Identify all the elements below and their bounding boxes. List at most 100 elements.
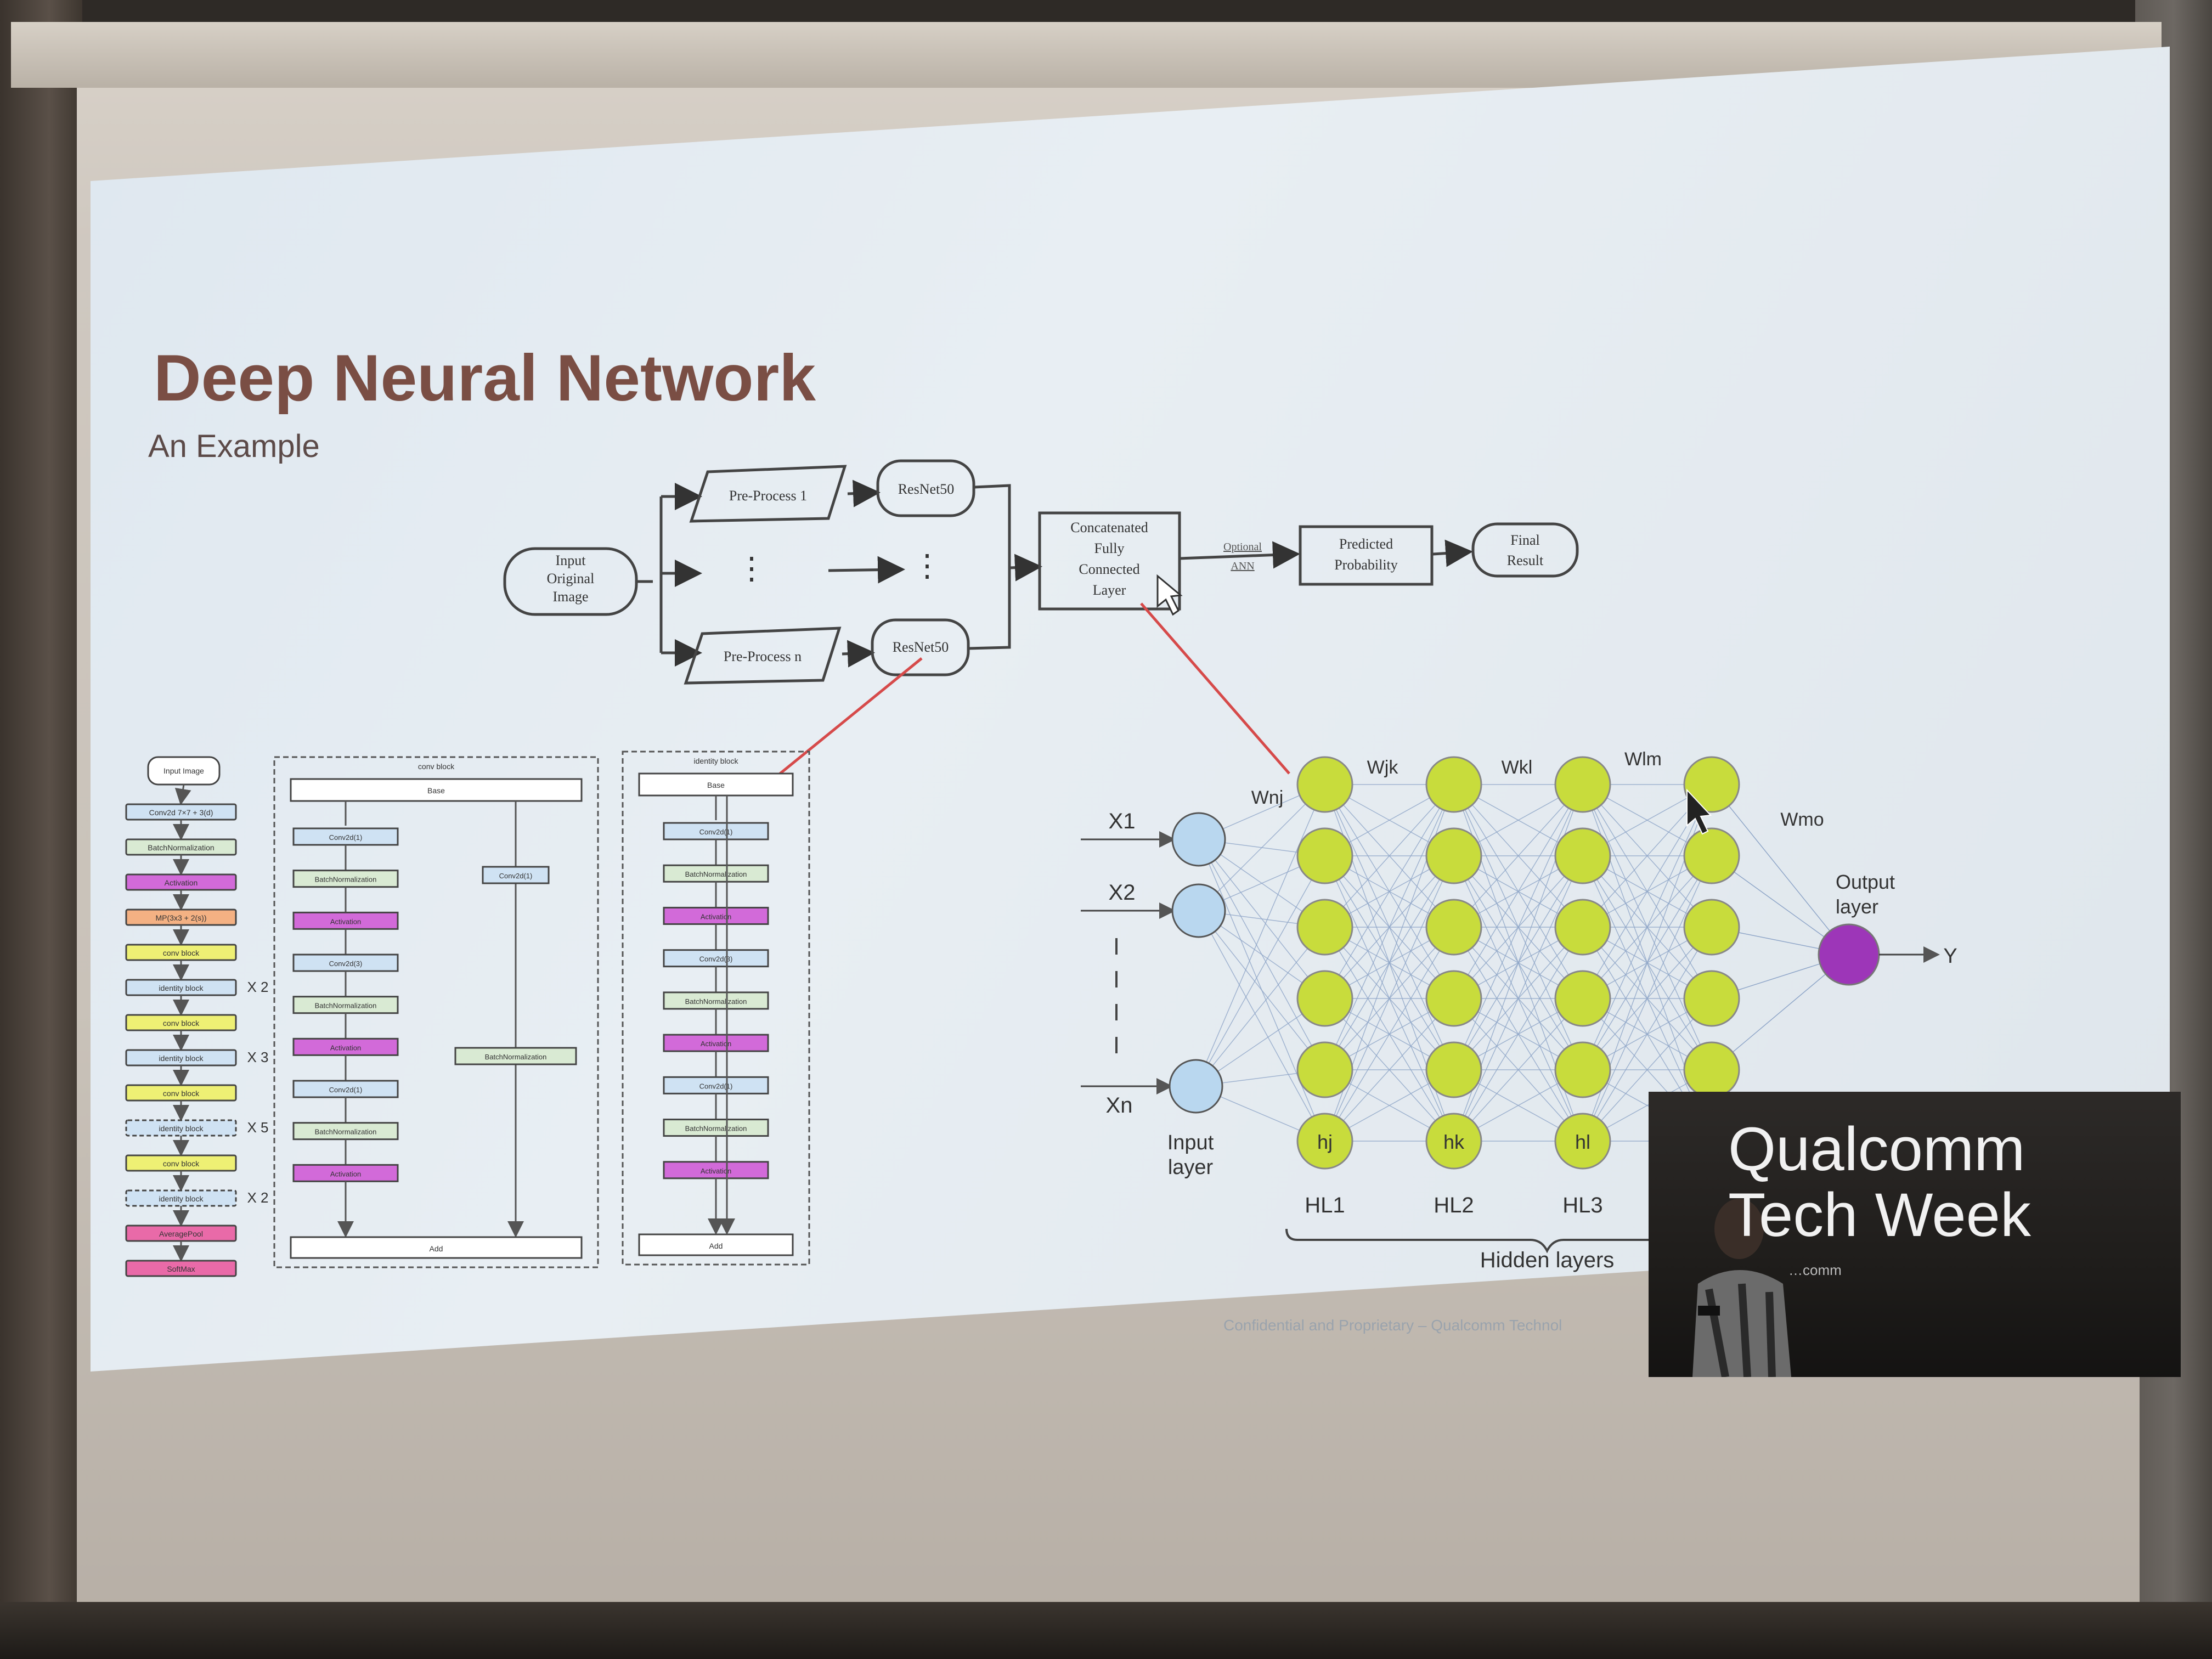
hidden-node-label: hk xyxy=(1443,1131,1465,1153)
predicted-node xyxy=(1299,525,1434,586)
block-step-label: Conv2d(3) xyxy=(329,960,363,968)
nn-edge xyxy=(1324,784,1454,1070)
hidden-node xyxy=(1425,756,1482,813)
stack-repeat-label: X 5 xyxy=(247,1119,268,1136)
output-y-label: Y xyxy=(1943,945,1957,968)
optional-line-2: ANN xyxy=(1231,560,1254,572)
stack-block-label: Input Image xyxy=(163,766,204,775)
stack-block-label: Activation xyxy=(165,878,198,887)
nn-edge xyxy=(1324,855,1454,1142)
input-layer-label: layer xyxy=(1168,1156,1214,1179)
block-step-label: Activation xyxy=(330,1170,361,1178)
stack-repeat-label: X 3 xyxy=(247,1049,268,1065)
nn-edge xyxy=(1195,927,1325,1087)
block-base xyxy=(290,778,583,802)
final-line-1: Final xyxy=(1510,532,1539,548)
stack-block-label: identity block xyxy=(159,1124,204,1133)
nn-edge xyxy=(1324,927,1454,1142)
nn-edge xyxy=(1582,784,1712,1070)
hidden-node xyxy=(1425,1041,1482,1098)
stack-block-label: conv block xyxy=(163,949,200,957)
nn-edge xyxy=(1453,784,1583,928)
hidden-node xyxy=(1296,1113,1353,1170)
hidden-layer-name: HL2 xyxy=(1434,1193,1474,1217)
input-line-1: Input xyxy=(556,552,586,568)
hidden-node-label: hj xyxy=(1317,1131,1333,1153)
nn-edge xyxy=(1453,784,1583,999)
hidden-node-label: hl xyxy=(1575,1131,1590,1153)
block-step-label: BatchNormalization xyxy=(315,1002,377,1010)
stack-block xyxy=(125,1260,237,1277)
stack-block-label: conv block xyxy=(163,1089,200,1098)
input-line-2: Original xyxy=(547,571,595,586)
banner-brand: Qualcomm xyxy=(1728,1115,2025,1183)
room-floor xyxy=(0,1602,2212,1659)
concat-line-2: Fully xyxy=(1094,540,1125,556)
hidden-layer-name: HL3 xyxy=(1562,1193,1602,1217)
stack-block xyxy=(125,1189,237,1207)
final-node xyxy=(1471,522,1579,578)
input-label: Xn xyxy=(1106,1093,1133,1118)
hidden-layers-brace xyxy=(1285,1228,1728,1254)
presenter-figure xyxy=(1692,1199,1791,1377)
flow-diagram: Input Original Image Pre-Process 1 Pre-P… xyxy=(503,459,1579,685)
block-step-label: Conv2d(1) xyxy=(699,828,733,836)
nn-edge xyxy=(1198,910,1325,1142)
hidden-node xyxy=(1296,899,1353,956)
nn-edge xyxy=(1324,784,1454,999)
final-line-2: Result xyxy=(1507,552,1544,568)
cursor-icon xyxy=(1156,574,1183,616)
ellipsis-2: ⋮ xyxy=(912,549,943,583)
block-title: identity block xyxy=(694,757,739,765)
block-step-label: Activation xyxy=(330,1043,361,1052)
preprocess-1-label: Pre-Process 1 xyxy=(729,488,807,504)
block-step-label: Conv2d(1) xyxy=(329,1086,363,1094)
hidden-node xyxy=(1425,827,1482,884)
preprocess-n-node xyxy=(684,627,842,685)
stack-block-label: BatchNormalization xyxy=(148,843,214,852)
block-step xyxy=(663,864,769,883)
input-line-3: Image xyxy=(553,589,589,605)
slide-title: Deep Neural Network xyxy=(154,341,816,415)
block-add-label: Add xyxy=(709,1242,723,1250)
nn-edge xyxy=(1453,784,1583,1070)
hidden-node xyxy=(1683,970,1740,1027)
hidden-node xyxy=(1683,1041,1740,1098)
stack-block-label: identity block xyxy=(159,1194,204,1203)
hidden-node xyxy=(1554,1041,1611,1098)
red-connector-resnet xyxy=(759,657,923,791)
input-label: X2 xyxy=(1109,881,1136,905)
stack-block xyxy=(125,1119,237,1137)
wall-left xyxy=(0,0,82,1659)
stack-repeat-label: X 2 xyxy=(247,1189,268,1206)
block-step xyxy=(663,949,769,968)
input-label: X1 xyxy=(1109,809,1136,833)
nn-edge xyxy=(1582,927,1712,1142)
slide-subtitle: An Example xyxy=(148,428,320,464)
hidden-node xyxy=(1554,827,1611,884)
red-connector-concat xyxy=(1140,602,1290,775)
shortcut-conv-label: Conv2d(1) xyxy=(499,872,533,880)
hidden-node xyxy=(1554,899,1611,956)
resnet-bottom-label: ResNet50 xyxy=(893,639,949,655)
weight-label: Wlm xyxy=(1624,749,1662,770)
block-add xyxy=(638,1233,794,1256)
block-frame xyxy=(273,756,599,1268)
block-frame xyxy=(622,751,810,1266)
block-step-label: Activation xyxy=(701,912,731,921)
block-step-label: Activation xyxy=(701,1167,731,1175)
concat-line-4: Layer xyxy=(1093,582,1126,598)
hidden-node xyxy=(1425,899,1482,956)
block-step xyxy=(663,1034,769,1052)
banner-small-text: …comm xyxy=(1788,1262,1842,1278)
block-base-label: Base xyxy=(427,786,445,795)
block-step xyxy=(663,906,769,925)
block-step xyxy=(292,1080,399,1098)
predicted-line-2: Probability xyxy=(1334,557,1398,573)
block-step-label: BatchNormalization xyxy=(315,1128,377,1136)
slide-footer: Confidential and Proprietary – Qualcomm … xyxy=(1223,1317,1562,1334)
nn-edge xyxy=(1198,910,1325,1070)
shortcut-bn-label: BatchNormalization xyxy=(485,1053,547,1061)
